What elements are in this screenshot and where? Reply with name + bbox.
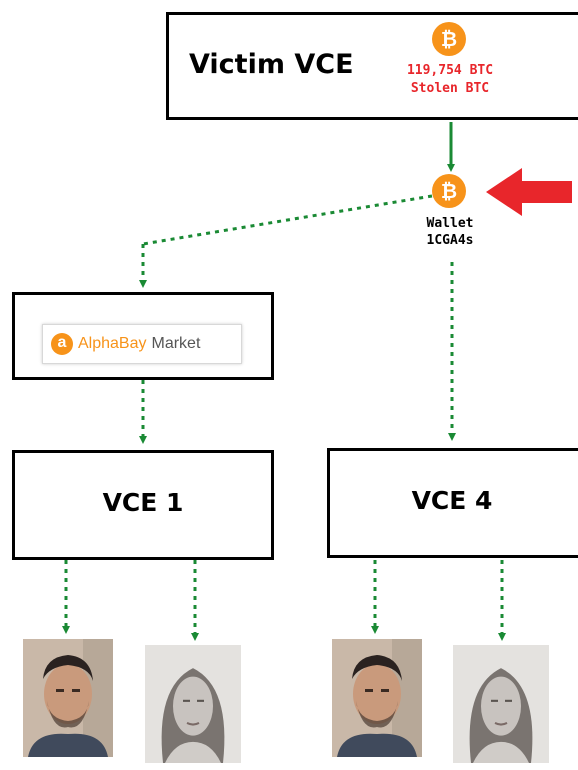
victim-vce-title: Victim VCE xyxy=(189,49,354,80)
wallet-label: Wallet xyxy=(426,216,474,231)
vce1-title: VCE 1 xyxy=(102,488,184,517)
stolen-label: Stolen BTC xyxy=(410,81,490,96)
male-portrait-photo xyxy=(23,639,113,757)
stolen-amount: 119,754 BTC xyxy=(406,63,494,78)
bitcoin-icon: ₿ xyxy=(432,22,466,56)
wallet-to-alphabay-line xyxy=(142,194,433,246)
red-pointer-arrow xyxy=(486,168,572,216)
alphabay-logo: a AlphaBay Market xyxy=(42,324,242,364)
female-portrait-photo xyxy=(453,645,549,763)
alphabay-a-icon: a xyxy=(51,333,73,355)
vce4-title: VCE 4 xyxy=(411,486,493,515)
vce4-box xyxy=(327,448,578,558)
victim-vce-box xyxy=(166,12,578,120)
female-portrait-photo xyxy=(145,645,241,763)
wallet-address: 1CGA4s xyxy=(426,233,474,248)
wallet-bitcoin-icon: ₿ xyxy=(432,174,466,208)
alphabay-name: AlphaBay xyxy=(78,335,147,352)
male-portrait-photo xyxy=(332,639,422,757)
alphabay-suffix: Market xyxy=(151,335,201,352)
vce1-box xyxy=(12,450,274,560)
